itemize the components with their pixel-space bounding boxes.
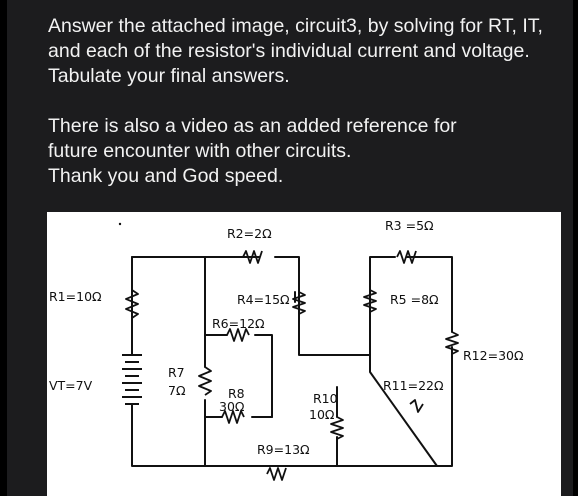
label-r7: R7 <box>168 365 185 380</box>
resistor-r4 <box>292 291 306 315</box>
resistor-r1 <box>125 289 139 319</box>
wire-top-mid <box>274 256 396 356</box>
window-right-edge <box>573 0 578 496</box>
wire-r6-right <box>254 334 273 418</box>
resistor-r6 <box>226 328 250 342</box>
wire-top-r3 <box>406 256 453 333</box>
label-r8: R8 <box>228 386 245 401</box>
wire-outer-left-lower <box>131 346 453 467</box>
resistor-r8 <box>221 410 245 424</box>
stray-dot <box>118 222 122 226</box>
label-r2: R2=2Ω <box>227 226 272 241</box>
message-line: Thank you and God speed. <box>48 165 284 187</box>
label-r1: R1=10Ω <box>49 289 102 304</box>
label-r7-value: 7Ω <box>168 383 186 398</box>
circuit-image-attachment[interactable]: R2=2Ω R3 =5Ω R1=10Ω R4=15Ω R5 =8Ω R6=12Ω… <box>47 212 561 496</box>
label-r8-value: 30Ω <box>219 399 245 414</box>
resistor-r2 <box>242 250 263 264</box>
label-r9: R9=13Ω <box>257 442 310 457</box>
label-r3: R3 =5Ω <box>385 218 434 233</box>
resistor-r3 <box>396 250 417 264</box>
resistor-r5 <box>363 289 377 313</box>
message-paragraph-1: Answer the attached image, circuit3, by … <box>48 15 543 87</box>
label-r6: R6=12Ω <box>212 316 265 331</box>
label-r5: R5 =8Ω <box>390 292 439 307</box>
resistor-r10 <box>330 416 344 440</box>
label-r4: R4=15Ω <box>237 292 290 307</box>
message-line: future encounter with other circuits. <box>48 140 352 162</box>
resistor-r9 <box>266 467 287 481</box>
label-r11: R11=22Ω <box>383 378 444 393</box>
message-body: Answer the attached image, circuit3, by … <box>48 14 558 189</box>
resistor-r7 <box>198 366 212 396</box>
resistor-r11 <box>409 399 424 413</box>
resistor-r12 <box>445 331 459 355</box>
label-vt: VT=7V <box>49 378 93 393</box>
window-left-edge <box>0 0 7 496</box>
label-r10: R10 <box>313 391 338 406</box>
label-r10-value: 10Ω <box>309 407 335 422</box>
wire-r11-vertical <box>369 354 438 467</box>
message-line: There is also a video as an added refere… <box>48 115 457 137</box>
label-r12: R12=30Ω <box>463 348 524 363</box>
message-paragraph-2: There is also a video as an added refere… <box>48 114 558 189</box>
circuit-diagram: R2=2Ω R3 =5Ω R1=10Ω R4=15Ω R5 =8Ω R6=12Ω… <box>49 218 524 481</box>
